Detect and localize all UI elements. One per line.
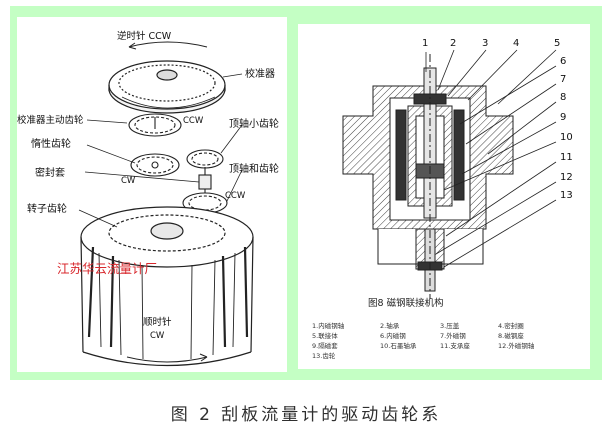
legend-item: 2.轴承 (380, 321, 400, 330)
legend-item: 11.支承座 (440, 341, 470, 350)
calibrator-main-gear-label: 校准器主动齿轮 (17, 114, 84, 126)
legend-item: 9.隔磁套 (312, 341, 338, 350)
coupling-diagram-title: 图8 磁钢联接机构 (368, 297, 444, 309)
idler-gear-drawing (130, 153, 180, 177)
top-shaft-small-gear-drawing (186, 149, 224, 197)
magnetic-coupling-panel: 1 2 3 4 5 6 7 8 9 10 11 12 13 图8 磁钢联接机构 … (298, 24, 590, 369)
cw-1-label: CW (121, 176, 136, 186)
ccw-1-label: CCW (183, 116, 204, 126)
seal-sleeve-drawing (198, 174, 212, 190)
gear-train-drawing: 逆时针 CCW 校准器 校准器主动齿轮 CCW 顶轴小齿轮 惰性齿轮 CW 密封… (17, 30, 279, 367)
magnetic-coupling-drawing: 1 2 3 4 5 6 7 8 9 10 11 12 13 图8 磁钢联接机构 … (312, 38, 573, 360)
clockwise-label: 顺时针 (143, 316, 172, 328)
legend-item: 6.内磁钢 (380, 331, 406, 340)
top-shaft-gear-label: 顶轴和齿轮 (229, 162, 279, 175)
calibrator-main-gear-drawing (128, 113, 182, 137)
part-number: 4 (513, 38, 519, 49)
parts-legend: 1.内磁钢轴 2.轴承 3.压盖 4.密封圈 5.联接体 6.内磁钢 7.外磁钢… (312, 321, 535, 360)
rotor-drawing (80, 206, 254, 367)
cross-section-body (342, 54, 514, 299)
part-number: 10 (560, 132, 573, 143)
part-number: 1 (422, 38, 428, 49)
part-number: 12 (560, 172, 573, 183)
part-number: 5 (554, 38, 560, 49)
part-number: 7 (560, 74, 566, 85)
legend-item: 7.外磁钢 (440, 331, 466, 340)
seal-sleeve-label: 密封套 (35, 166, 65, 179)
calibrator-label: 校准器 (245, 67, 275, 80)
part-number-group: 1 2 3 4 5 6 7 8 9 10 11 12 13 (422, 38, 573, 201)
legend-item: 12.外磁钢轴 (498, 341, 535, 350)
ccw-arrow-top (128, 41, 208, 48)
part-number: 6 (560, 56, 566, 67)
part-number: 3 (482, 38, 488, 49)
legend-item: 13.齿轮 (312, 351, 336, 360)
cw-2-label: CW (150, 331, 165, 341)
figure-caption: 图 2 刮板流量计的驱动齿轮系 (170, 405, 442, 425)
part-number: 9 (560, 112, 566, 123)
part-number: 8 (560, 92, 566, 103)
gear-train-panel: 逆时针 CCW 校准器 校准器主动齿轮 CCW 顶轴小齿轮 惰性齿轮 CW 密封… (17, 17, 287, 372)
part-number: 11 (560, 152, 573, 163)
rotor-gear-label: 转子齿轮 (27, 202, 67, 215)
legend-item: 3.压盖 (440, 321, 460, 330)
legend-item: 4.密封圈 (498, 321, 524, 330)
idler-gear-label: 惰性齿轮 (31, 137, 71, 150)
part-number: 13 (560, 190, 573, 201)
part-number: 2 (450, 38, 456, 49)
watermark-text: 江苏华云流量计厂 (57, 261, 157, 276)
legend-item: 8.磁钢座 (498, 331, 524, 340)
ccw-top-label: 逆时针 CCW (117, 30, 172, 42)
ccw-2-label: CCW (225, 191, 246, 201)
top-shaft-small-gear-label: 顶轴小齿轮 (229, 117, 279, 130)
legend-item: 5.联接体 (312, 331, 338, 340)
legend-item: 1.内磁钢轴 (312, 321, 345, 330)
legend-item: 10.石墨轴承 (380, 341, 417, 350)
calibrator-drawing (108, 60, 226, 114)
